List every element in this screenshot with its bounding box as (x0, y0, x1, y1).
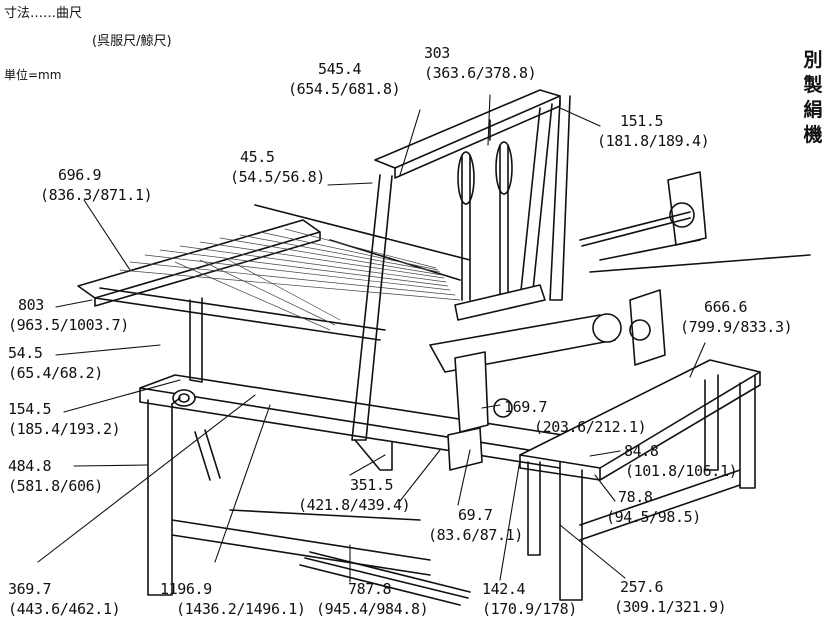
dim-label: 351.5 (350, 476, 394, 494)
dimension-note: 寸法……曲尺 (4, 6, 83, 21)
dim-label-alt: (309.1/321.9) (614, 598, 727, 616)
dim-label: 545.4 (318, 60, 362, 78)
center-post (447, 351, 513, 471)
dim-label: 696.9 (58, 166, 102, 184)
unit-note: 単位=mm (4, 68, 62, 82)
dim-label-alt: (1436.2/1496.1) (176, 600, 306, 618)
warp-threads (119, 228, 461, 331)
dim-label-alt: (799.9/833.3) (680, 318, 793, 336)
dim-label: 84.8 (624, 442, 659, 460)
leader-lines (37, 94, 706, 583)
left-legs (147, 297, 431, 596)
heddles (454, 119, 546, 321)
dim-label: 787.8 (348, 580, 392, 598)
dim-label: 1196.9 (160, 580, 212, 598)
dim-label-alt: (65.4/68.2) (8, 364, 103, 382)
dim-label-alt: (181.8/189.4) (597, 132, 710, 150)
dim-label: 142.4 (482, 580, 526, 598)
warp-beam-frame (77, 204, 471, 341)
dim-label-alt: (170.9/178) (482, 600, 577, 618)
dim-label: 169.7 (504, 398, 548, 416)
dim-label: 303 (424, 44, 450, 62)
title-char: 製 (803, 74, 823, 96)
dim-label: 69.7 (458, 506, 493, 524)
dim-label: 78.8 (618, 488, 653, 506)
dimension-sub-note: (呉服尺/鯨尺) (92, 34, 172, 49)
dim-label-alt: (363.6/378.8) (424, 64, 537, 82)
dim-label-alt: (94.5/98.5) (606, 508, 701, 526)
dim-label-alt: (421.8/439.4) (298, 496, 411, 514)
dim-label-alt: (101.8/106.1) (625, 462, 738, 480)
dim-label: 257.6 (620, 578, 664, 596)
dim-label-alt: (654.5/681.8) (288, 80, 401, 98)
dim-label: 54.5 (8, 344, 43, 362)
dim-label-alt: (83.6/87.1) (428, 526, 523, 544)
treadle-rods (194, 429, 471, 606)
dim-label-alt: (945.4/984.8) (316, 600, 429, 618)
dim-label-alt: (203.6/212.1) (534, 418, 647, 436)
dim-label: 151.5 (620, 112, 664, 130)
dim-label-alt: (443.6/462.1) (8, 600, 121, 618)
dim-label: 803 (18, 296, 44, 314)
dim-label: 484.8 (8, 457, 52, 475)
dim-label-alt: (54.5/56.8) (230, 168, 325, 186)
diagram-title-vertical: 別 製 絹 機 (800, 48, 826, 148)
dim-label: 154.5 (8, 400, 52, 418)
right-table (519, 359, 761, 601)
title-char: 絹 (803, 99, 823, 121)
title-char: 機 (803, 124, 823, 146)
ratchet-stand (579, 171, 811, 273)
dim-label-alt: (963.5/1003.7) (8, 316, 129, 334)
dim-label: 666.6 (704, 298, 748, 316)
dim-label-alt: (185.4/193.2) (8, 420, 121, 438)
dim-label: 369.7 (8, 580, 52, 598)
title-char: 別 (803, 49, 823, 71)
dim-label: 45.5 (240, 148, 275, 166)
dim-label-alt: (581.8/606) (8, 477, 103, 495)
dim-label-alt: (836.3/871.1) (40, 186, 153, 204)
